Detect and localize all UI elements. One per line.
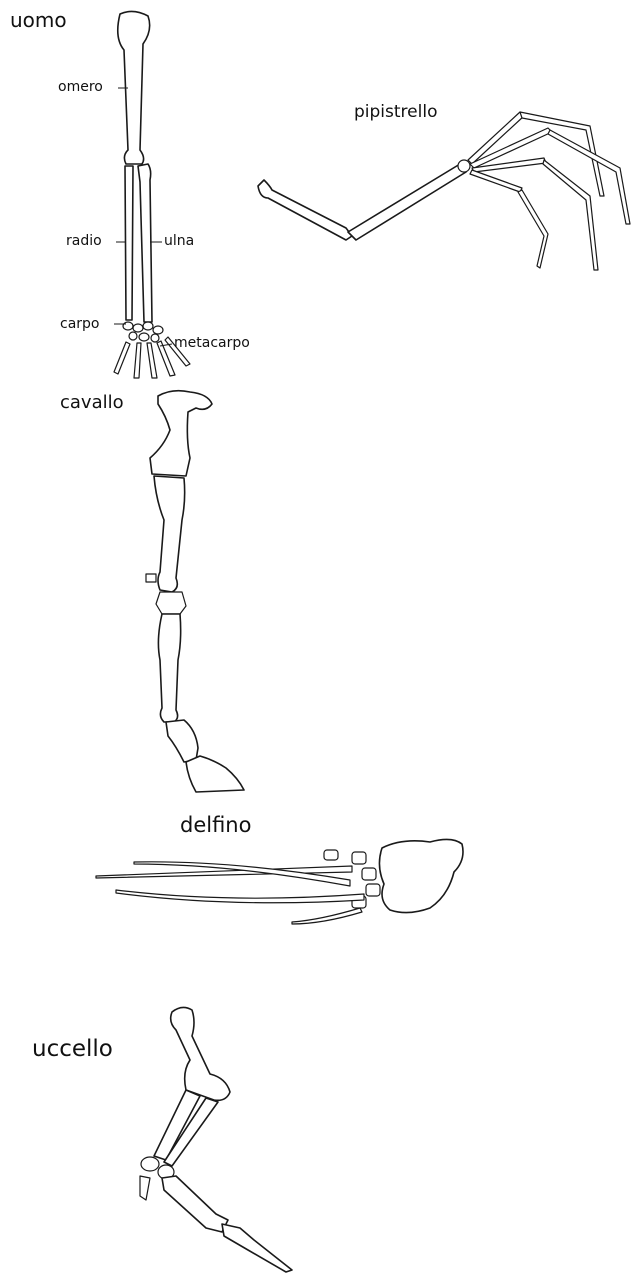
bat-humerus-bone: [258, 180, 352, 240]
human-arm-drawing: [114, 11, 190, 378]
bird-wing-drawing: [140, 1007, 292, 1272]
horse-pastern-bone: [166, 720, 198, 762]
human-humerus-label: omero: [58, 80, 103, 94]
human-metacarpus-label: metacarpo: [174, 336, 250, 350]
horse-hoof-bone: [186, 756, 244, 792]
horse-title: cavallo: [60, 394, 124, 412]
horse-metacarpal-bone: [158, 614, 180, 722]
bird-metacarpal-bone: [162, 1176, 228, 1232]
bat-wing-drawing: [258, 112, 630, 270]
human-radius-bone: [125, 166, 133, 320]
human-carpus-label: carpo: [60, 317, 99, 331]
horse-carpal-bones: [156, 592, 186, 614]
human-carpal-bones: [123, 322, 163, 342]
dolphin-humerus-bone: [379, 839, 463, 912]
bat-finger-bones: [468, 112, 630, 270]
bird-humerus-bone: [171, 1007, 230, 1100]
horse-leg-drawing: [146, 391, 244, 792]
bird-finger-bone: [222, 1224, 292, 1272]
human-ulna-bone: [138, 164, 152, 322]
dolphin-finger-bones: [96, 862, 364, 924]
bat-forearm-bone: [348, 164, 466, 240]
horse-radius-bone: [154, 476, 185, 592]
dolphin-flipper-drawing: [96, 839, 463, 924]
human-radius-label: radio: [66, 234, 102, 248]
bat-title: pipistrello: [354, 104, 437, 121]
horse-humerus-bone: [150, 391, 212, 476]
dolphin-title: delfino: [180, 815, 251, 836]
bird-title: uccello: [32, 1038, 113, 1061]
human-ulna-label: ulna: [164, 234, 194, 248]
human-title: uomo: [10, 10, 67, 30]
bat-wrist-bone: [458, 160, 470, 172]
